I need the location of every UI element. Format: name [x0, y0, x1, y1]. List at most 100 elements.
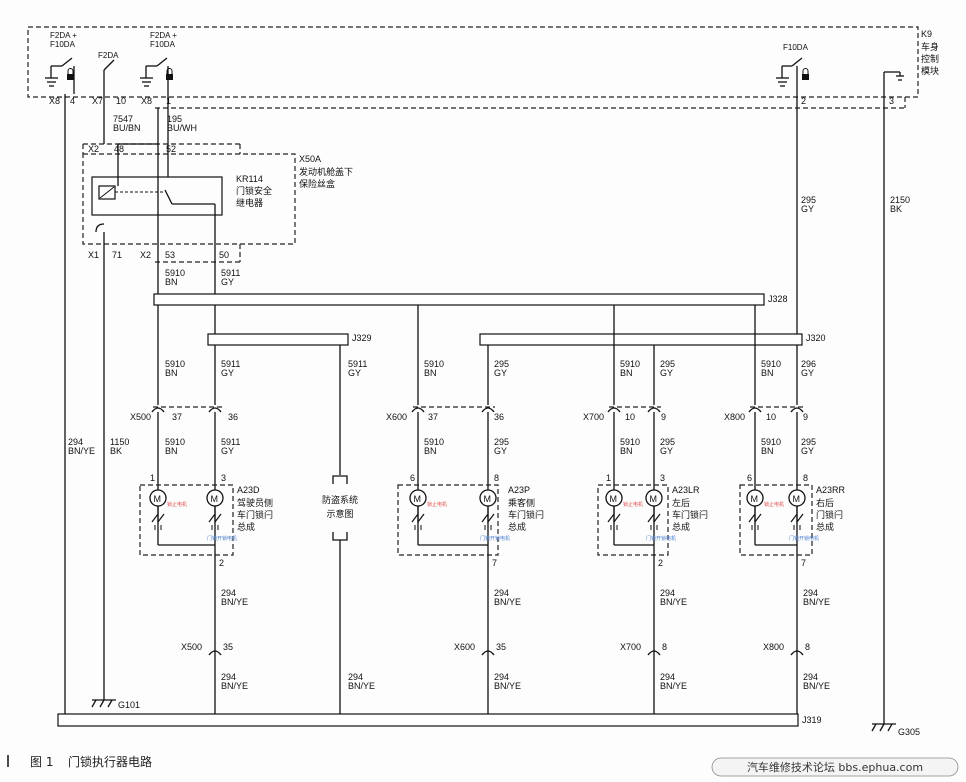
actuator-out-pin-2: 2 [658, 558, 663, 568]
module-name-line-2: 控制 [921, 53, 939, 65]
actuator-name-0-2: 总成 [237, 521, 255, 533]
wire-7547-color: BU/BN [113, 123, 141, 133]
arrow-icon [211, 525, 219, 530]
actuator-id-1: A23P [508, 485, 530, 495]
figure-number: 图 1 [30, 755, 53, 769]
motor-letter-0-1: M [211, 494, 219, 504]
lower-rr-b-num: 295 [801, 437, 816, 447]
fuse-box-x1: X1 [88, 250, 99, 260]
lower-p-a-num: 5910 [424, 437, 444, 447]
module-id: K9 [921, 29, 932, 39]
fuse-box-pin-71: 71 [112, 250, 122, 260]
actuator-name-2-2: 总成 [672, 521, 690, 533]
lower-p-b-num: 295 [494, 437, 509, 447]
branch-j329-color: GY [348, 368, 361, 378]
switch-symbol [208, 512, 222, 524]
ground-top-color-3: BN/YE [803, 597, 830, 607]
actuator-name-0-1: 车门锁闩 [237, 509, 273, 521]
ground-bottom-num-0: 294 [221, 672, 236, 682]
wire-7547-num: 7547 [113, 114, 133, 124]
branch-p-a-num: 5910 [424, 359, 444, 369]
branch-p-b-num: 295 [494, 359, 509, 369]
branch-p-a-color: BN [424, 368, 437, 378]
relay-name-1: 门锁安全 [236, 185, 272, 197]
ground-conn-pin-1: 35 [496, 642, 506, 652]
lower-d-a-color: BN [165, 446, 178, 456]
actuator-box-1 [397, 484, 499, 556]
unlock-motor-label-0: 门锁开锁电机 [207, 535, 237, 542]
branch-d-b-color: GY [221, 368, 234, 378]
wire-195-num: 195 [167, 114, 182, 124]
switch-symbol [607, 512, 621, 524]
lower-p-a-color: BN [424, 446, 437, 456]
relay-name-2: 继电器 [236, 197, 263, 209]
branch-rr-a-color: BN [761, 368, 774, 378]
ground-top-color-2: BN/YE [660, 597, 687, 607]
arrow-icon [484, 525, 492, 530]
fuse-label-1a: F2DA + [50, 31, 77, 40]
wires-upper [64, 94, 885, 724]
conn-x700-pin-1: 10 [625, 412, 635, 422]
actuator-id-3: A23RR [816, 485, 846, 495]
theft-system-label-2: 示意图 [326, 508, 353, 520]
relay-kr114-body [91, 176, 223, 216]
fuse-box-id: X50A [299, 154, 321, 164]
motor-letter-2-1: M [650, 494, 658, 504]
fuse-box-x50a [82, 153, 296, 245]
lock-motor-label-1: 锁止电机 [427, 501, 447, 508]
arrow-icon [650, 525, 658, 530]
wire-295-color: GY [801, 204, 814, 214]
conn-x7-pin: 10 [116, 96, 126, 106]
conn-pin-2: 2 [801, 96, 806, 106]
door-connector-x600 [411, 406, 495, 545]
actuator-pin-a-0: 1 [150, 473, 155, 483]
ground-g305-label: G305 [898, 727, 920, 737]
splice-j319-label: J319 [802, 715, 822, 725]
fuse-box-pin-52: 52 [166, 144, 176, 154]
branch-rr-a-num: 5910 [761, 359, 781, 369]
unlock-motor-label-3: 门锁开锁电机 [789, 535, 819, 542]
actuator-pin-a-2: 1 [606, 473, 611, 483]
arrow-icon [751, 525, 759, 530]
splice-j328-label: J328 [768, 294, 788, 304]
ground-bottom-color-3: BN/YE [803, 681, 830, 691]
switch-symbol [647, 512, 661, 524]
wire-1150-color: BK [110, 446, 122, 456]
conn-x800-pin-2: 9 [803, 412, 808, 422]
splice-j320 [479, 333, 803, 346]
motor-letter-3-0: M [751, 494, 759, 504]
conn-x500-pin-1: 37 [172, 412, 182, 422]
fuse-box-x2-top: X2 [88, 144, 99, 154]
fuse-label-2: F2DA [98, 51, 119, 60]
ground-g101-label: G101 [118, 700, 140, 710]
wire-294-num: 294 [68, 437, 83, 447]
splice-j320-label: J320 [806, 333, 826, 343]
ground-g101-symbol [91, 699, 116, 708]
actuator-out-pin-1: 7 [492, 558, 497, 568]
lock-icon [166, 74, 173, 80]
branch-lr-a-color: BN [620, 368, 633, 378]
conn-x600-pin-2: 36 [494, 412, 504, 422]
lock-icon [802, 74, 809, 80]
actuator-id-0: A23D [237, 485, 260, 495]
actuator-pin-b-1: 8 [494, 473, 499, 483]
wire-294-color: BN/YE [68, 446, 95, 456]
ground-conn-pin-2: 8 [662, 642, 667, 652]
conn-x800: X800 [724, 412, 745, 422]
ground-conn-pin-3: 8 [805, 642, 810, 652]
actuator-out-pin-3: 7 [801, 558, 806, 568]
branch-lr-b-num: 295 [660, 359, 675, 369]
lower-d-b-num: 5911 [221, 437, 240, 447]
fuse-label-3b: F10DA [150, 40, 176, 49]
fuse-box-name-1: 发动机舱盖下 [299, 166, 353, 178]
motor-letter-2-0: M [610, 494, 618, 504]
lower-lr-b-color: GY [660, 446, 673, 456]
actuator-name-3-1: 门锁闩 [816, 509, 843, 521]
actuator-pin-b-0: 3 [221, 473, 226, 483]
conn-x600: X600 [386, 412, 407, 422]
ground-connector-3 [790, 650, 804, 656]
lock-motor-label-3: 锁止电机 [764, 501, 784, 508]
branch-rr-b-color: GY [801, 368, 814, 378]
